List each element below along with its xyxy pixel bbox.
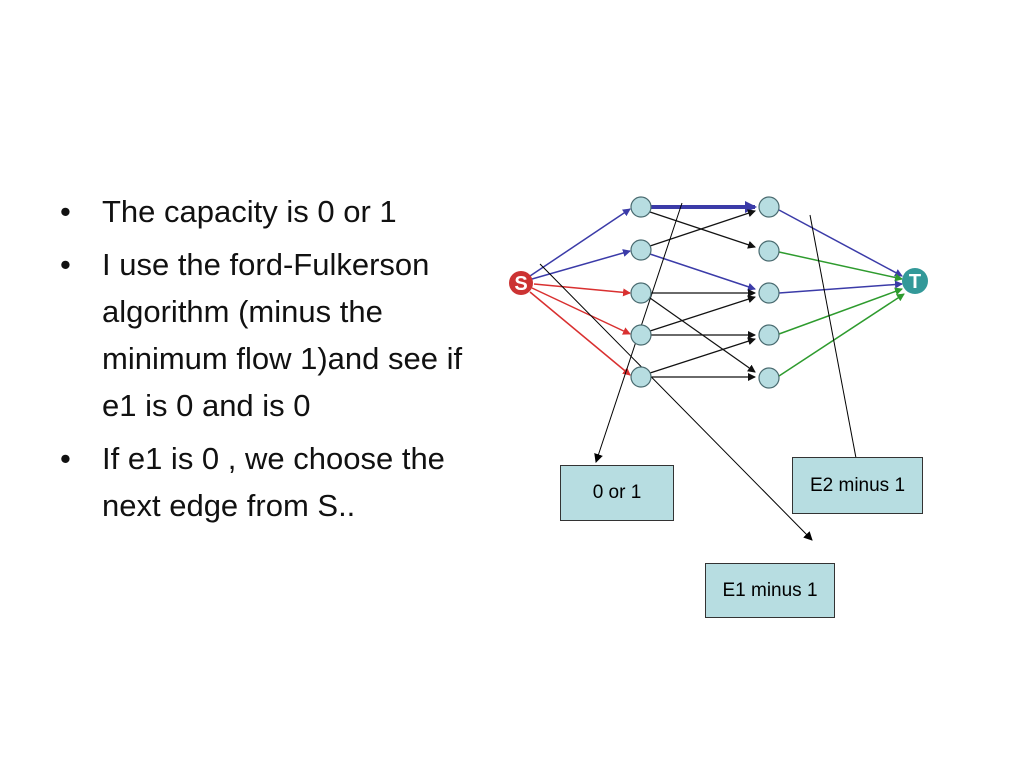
pointer-e2	[809, 214, 857, 459]
edge-s-l3	[533, 283, 631, 297]
edge-l2-r3	[649, 253, 756, 291]
left-node-2	[630, 239, 652, 261]
edge-l5-r4	[649, 337, 756, 374]
edge-s-l5	[529, 291, 631, 376]
callout-e1-minus-1: E1 minus 1	[705, 563, 835, 618]
edge-r3-t	[778, 280, 903, 294]
source-label: S	[514, 273, 527, 295]
right-node-4	[758, 324, 780, 346]
source-node: S	[509, 271, 533, 295]
edge-l2-r1	[649, 209, 756, 247]
edge-r1-t	[778, 209, 903, 277]
edge-l1-r2	[649, 211, 756, 249]
edge-r5-t	[778, 293, 905, 377]
sink-label: T	[909, 271, 921, 293]
right-node-5	[758, 367, 780, 389]
edge-s-l2	[531, 249, 631, 280]
edge-s-l4	[531, 287, 631, 335]
bullet-next-edge: If e1 is 0 , we choose the next edge fro…	[60, 435, 500, 529]
left-node-4	[630, 324, 652, 346]
callout-e2-minus-1: E2 minus 1	[792, 457, 923, 514]
left-node-5	[630, 366, 652, 388]
edge-l4-r3	[649, 295, 756, 332]
bullet-list: The capacity is 0 or 1 I use the ford-Fu…	[60, 188, 500, 535]
callout-capacity: 0 or 1	[560, 465, 674, 521]
left-node-3	[630, 282, 652, 304]
edge-r4-t	[778, 287, 903, 335]
sink-node: T	[902, 268, 928, 294]
bullet-capacity: The capacity is 0 or 1	[60, 188, 500, 235]
bullet-ford-fulkerson: I use the ford-Fulkerson algorithm (minu…	[60, 241, 500, 429]
pointer-e1	[539, 263, 813, 541]
right-node-3	[758, 282, 780, 304]
left-node-1	[630, 196, 652, 218]
right-node-2	[758, 240, 780, 262]
right-node-1	[758, 196, 780, 218]
edge-r2-t	[778, 251, 903, 282]
edge-s-l1	[529, 208, 631, 277]
